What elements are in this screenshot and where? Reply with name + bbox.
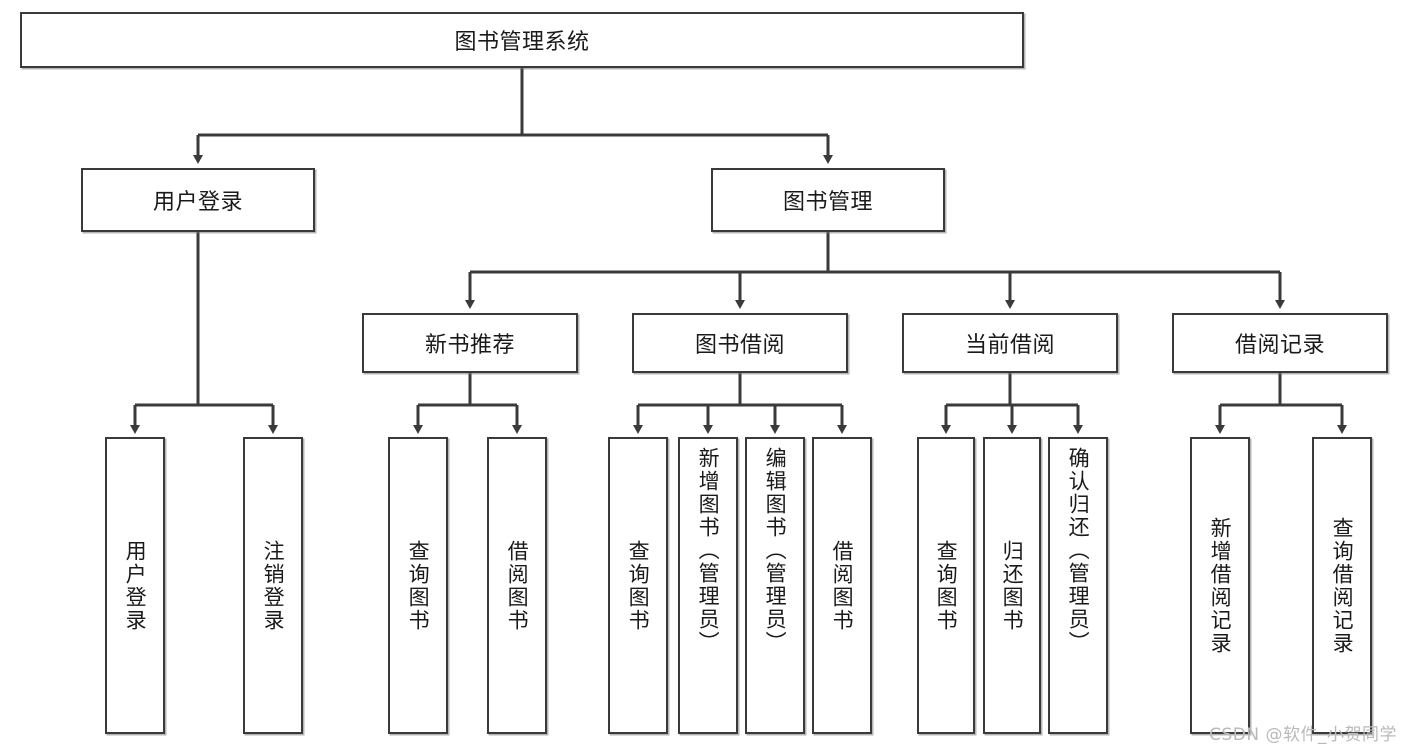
leaf-label: 借阅图书 [830,539,855,632]
node-borrow-record[interactable]: 借阅记录 [1172,313,1388,373]
leaf-add-book-admin[interactable]: 新增图书（管理员） [678,437,738,734]
leaf-edit-book-admin[interactable]: 编辑图书（管理员） [745,437,805,734]
leaf-label: 编辑图书（管理员） [763,447,788,654]
node-new-book-recommend[interactable]: 新书推荐 [362,313,578,373]
node-book-management[interactable]: 图书管理 [711,168,945,232]
leaf-label: 查询图书 [934,539,959,632]
node-book-borrow[interactable]: 图书借阅 [632,313,848,373]
leaf-logout[interactable]: 注销登录 [243,437,303,734]
leaf-label: 查询图书 [626,539,651,632]
leaf-add-borrow-record[interactable]: 新增借阅记录 [1190,437,1250,734]
leaf-query-borrow-record[interactable]: 查询借阅记录 [1312,437,1372,734]
leaf-label: 注销登录 [261,539,286,632]
leaf-label: 查询借阅记录 [1330,516,1355,655]
leaf-query-book-borrow[interactable]: 查询图书 [608,437,668,734]
leaf-borrow-book-recommend[interactable]: 借阅图书 [487,437,547,734]
leaf-label: 新增图书（管理员） [696,447,721,654]
node-root[interactable]: 图书管理系统 [20,12,1024,68]
leaf-label: 新增借阅记录 [1208,516,1233,655]
leaf-label: 查询图书 [406,539,431,632]
leaf-label: 用户登录 [123,539,148,632]
leaf-return-book[interactable]: 归还图书 [983,437,1041,734]
leaf-borrow-book[interactable]: 借阅图书 [812,437,872,734]
node-user-login[interactable]: 用户登录 [81,168,315,232]
leaf-label: 确认归还（管理员） [1066,447,1091,654]
leaf-query-book-current[interactable]: 查询图书 [917,437,975,734]
leaf-label: 借阅图书 [505,539,530,632]
leaf-user-login[interactable]: 用户登录 [105,437,165,734]
leaf-confirm-return-admin[interactable]: 确认归还（管理员） [1048,437,1108,734]
leaf-query-book-recommend[interactable]: 查询图书 [388,437,448,734]
node-current-borrow[interactable]: 当前借阅 [902,313,1118,373]
leaf-label: 归还图书 [1000,539,1025,632]
